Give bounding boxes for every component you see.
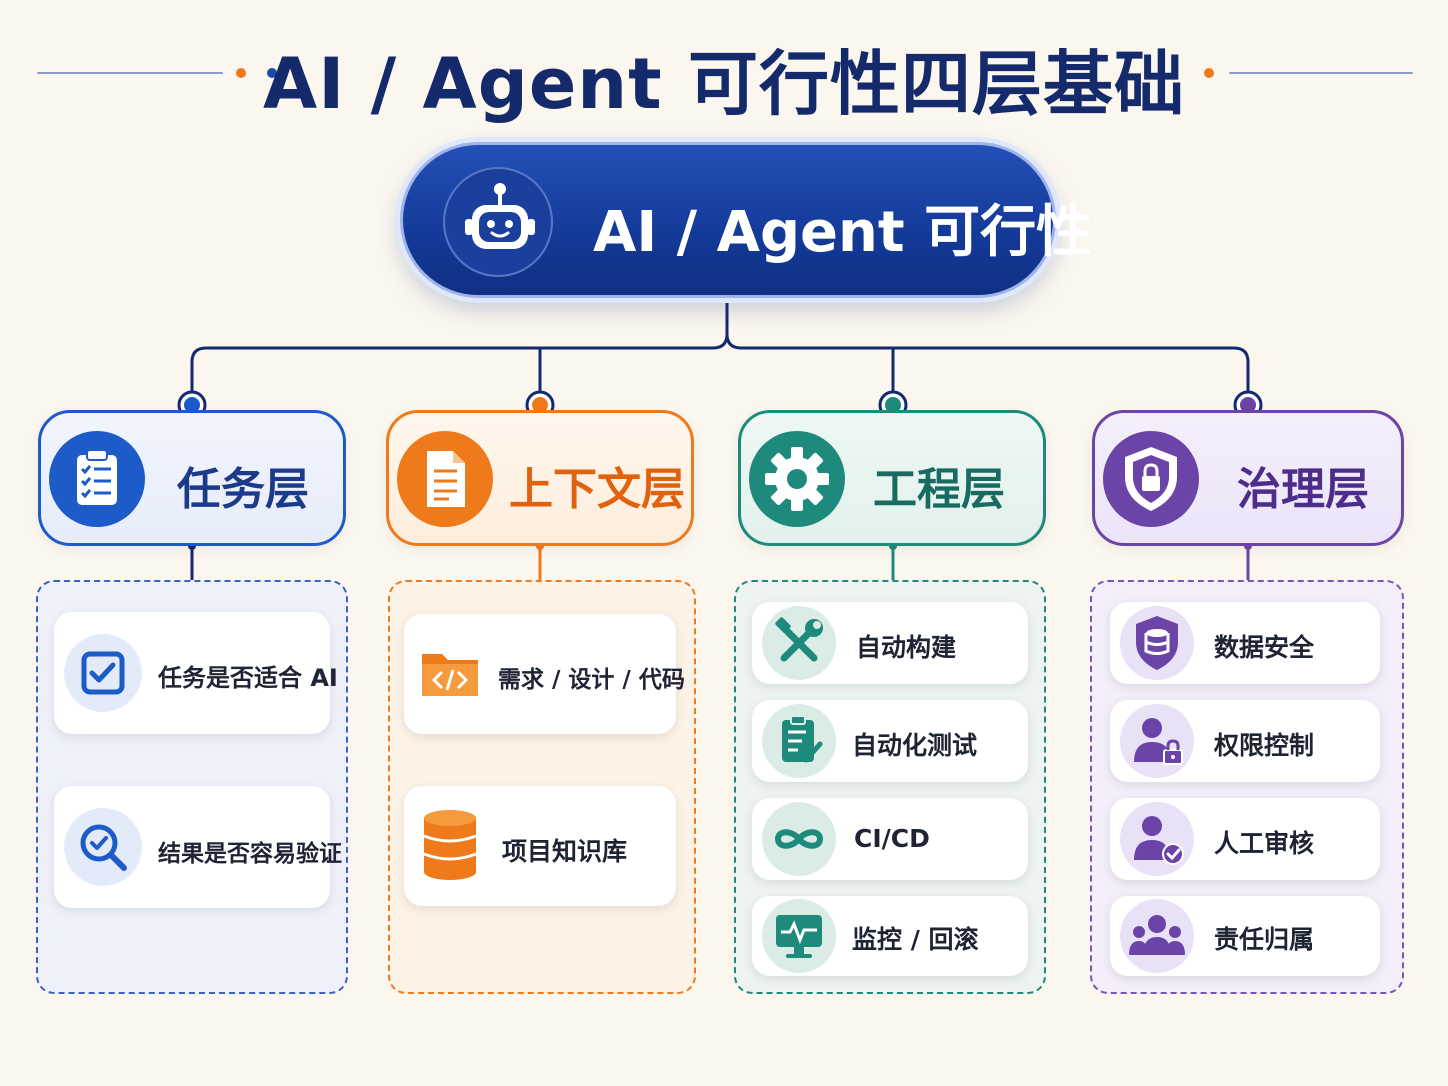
clipboard-checklist-icon <box>49 431 145 527</box>
item-task-fit: 任务是否适合 AI <box>54 612 338 734</box>
item-eng-test: 自动化测试 <box>752 700 1028 782</box>
code-folder-icon <box>412 634 490 712</box>
layer-context: 上下文层 <box>386 410 694 546</box>
item-eng-cicd-label: CI/CD <box>854 824 930 853</box>
item-eng-monitor-label: 监控 / 回滚 <box>852 925 979 954</box>
connector-root-governance <box>725 296 1250 394</box>
title-dot-blue-left <box>267 68 277 78</box>
item-eng-monitor: 监控 / 回滚 <box>752 896 1028 976</box>
item-gov-data-security: 数据安全 <box>1110 602 1380 684</box>
shield-database-icon <box>1120 606 1194 680</box>
item-context-code: 需求 / 设计 / 代码 <box>404 614 685 734</box>
layer-engineering: 工程层 <box>738 410 1046 546</box>
item-context-code-label: 需求 / 设计 / 代码 <box>498 667 685 693</box>
connector-root-task <box>190 296 729 394</box>
item-gov-accountability-label: 责任归属 <box>1214 925 1315 954</box>
checkbox-icon <box>64 634 142 712</box>
monitor-pulse-icon <box>762 899 836 973</box>
root-node: AI / Agent 可行性 <box>400 142 1092 298</box>
title-dot-orange-right <box>1204 68 1214 78</box>
item-eng-build: 自动构建 <box>752 602 1028 684</box>
root-label: AI / Agent 可行性 <box>593 200 1093 265</box>
item-context-kb: 项目知识库 <box>404 786 676 906</box>
item-eng-build-label: 自动构建 <box>856 633 957 662</box>
team-icon <box>1120 899 1194 973</box>
layer-governance: 治理层 <box>1092 410 1404 546</box>
item-gov-review: 人工审核 <box>1110 798 1380 880</box>
item-eng-test-label: 自动化测试 <box>852 731 978 760</box>
layer-task: 任务层 <box>38 410 346 546</box>
infinity-icon <box>762 802 836 876</box>
gear-icon <box>749 431 845 527</box>
title-dot-orange-left <box>236 68 246 78</box>
magnifier-check-icon <box>64 808 142 886</box>
item-context-kb-label: 项目知识库 <box>502 837 628 866</box>
page-title: AI / Agent 可行性四层基础 <box>263 43 1185 125</box>
tools-icon <box>762 606 836 680</box>
layer-governance-label: 治理层 <box>1237 464 1369 515</box>
user-check-icon <box>1120 802 1194 876</box>
item-gov-permission: 权限控制 <box>1110 700 1380 782</box>
item-task-fit-label: 任务是否适合 AI <box>158 664 338 692</box>
item-task-verify: 结果是否容易验证 <box>54 786 342 908</box>
layer-context-label: 上下文层 <box>509 464 685 515</box>
document-icon <box>397 431 493 527</box>
database-icon <box>412 806 490 884</box>
robot-icon <box>443 167 553 277</box>
layer-engineering-label: 工程层 <box>873 464 1005 515</box>
item-gov-permission-label: 权限控制 <box>1214 731 1315 760</box>
shield-lock-icon <box>1103 431 1199 527</box>
item-gov-review-label: 人工审核 <box>1214 829 1315 858</box>
item-gov-accountability: 责任归属 <box>1110 896 1380 976</box>
test-clipboard-icon <box>762 704 836 778</box>
item-gov-data-security-label: 数据安全 <box>1214 633 1315 662</box>
item-eng-cicd: CI/CD <box>752 798 1028 880</box>
layer-task-label: 任务层 <box>177 464 309 515</box>
user-lock-icon <box>1120 704 1194 778</box>
item-task-verify-label: 结果是否容易验证 <box>158 841 342 867</box>
